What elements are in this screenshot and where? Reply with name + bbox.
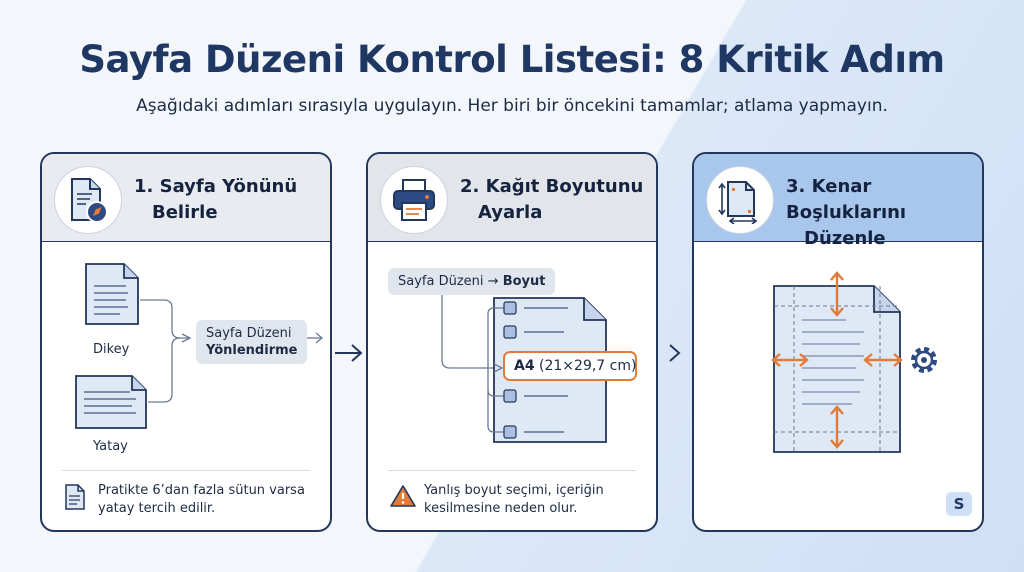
paper-size-menu-path: Sayfa Düzeni → Boyut: [388, 268, 556, 295]
bottom-margin-arrow-icon: [830, 405, 844, 449]
step-1-title-line2: Belirle: [152, 202, 218, 223]
size-path-line2: Boyut: [502, 274, 546, 289]
size-path-line1: Sayfa Düzeni: [398, 274, 484, 289]
step-2-title-line1: 2. Kağıt Boyutunu: [460, 176, 644, 197]
a4-option-highlight: [503, 351, 637, 381]
step-1-title: 1. Sayfa Yönünü Belirle: [134, 174, 324, 226]
landscape-label: Yatay: [93, 439, 128, 454]
margins-diagram: [771, 271, 937, 453]
paper-size-diagram: [441, 294, 637, 443]
step-3-header: 3. Kenar Boşluklarını Düzenle: [694, 154, 982, 249]
step-3-title-line1: 3. Kenar Boşluklarını: [786, 176, 907, 223]
note-divider: [62, 470, 310, 471]
orientation-path-line1: Sayfa Düzeni: [206, 326, 292, 341]
note-divider: [388, 470, 636, 471]
step-card-2: 2. Kağıt Boyutunu Ayarla: [366, 152, 658, 532]
step-card-3: 3. Kenar Boşluklarını Düzenle: [692, 152, 984, 532]
margin-page-icon: [773, 285, 901, 453]
page-margins-icon: [706, 166, 774, 234]
document-icon: [64, 484, 86, 516]
next-step-arrow-icon: [335, 344, 363, 362]
step-1-note-text: Pratikte 6’dan fazla sütun varsa yatay t…: [98, 483, 305, 516]
step-1-title-line1: 1. Sayfa Yönünü: [134, 176, 298, 197]
document-compass-icon: [54, 166, 122, 234]
step-1-body: Dikey Yatay Sayfa Düzeni Yönlendirme Pra…: [42, 242, 330, 530]
gear-icon: [911, 347, 937, 373]
step-3-title: 3. Kenar Boşluklarını Düzenle: [786, 174, 976, 252]
printer-icon: [380, 166, 448, 234]
brand-badge: S: [946, 492, 972, 516]
a4-option[interactable]: A4 (21×29,7 cm): [514, 358, 636, 374]
step-2-title: 2. Kağıt Boyutunu Ayarla: [460, 174, 650, 226]
step-1-header: 1. Sayfa Yönünü Belirle: [42, 154, 330, 242]
page-subtitle: Aşağıdaki adımları sırasıyla uygulayın. …: [136, 96, 888, 116]
warning-icon: [390, 484, 416, 514]
a4-option-dims: (21×29,7 cm): [539, 358, 637, 374]
step-2-title-line2: Ayarla: [478, 202, 543, 223]
step-card-1: 1. Sayfa Yönünü Belirle: [40, 152, 332, 532]
orientation-diagram: [75, 263, 324, 429]
step-3-title-line2: Düzenle: [804, 228, 886, 249]
a4-option-name: A4: [514, 358, 535, 374]
left-margin-arrow-icon: [771, 353, 809, 367]
portrait-page-icon: [85, 263, 139, 325]
step-2-note-text: Yanlış boyut seçimi, içeriğin kesilmesin…: [424, 483, 604, 516]
step-2-body: Sayfa Düzeni → Boyut A4 (21×29,7 cm) Yan…: [368, 242, 656, 530]
step-2-header: 2. Kağıt Boyutunu Ayarla: [368, 154, 656, 242]
arrow-right-icon: →: [487, 274, 503, 289]
orientation-path-line2: Yönlendirme: [206, 343, 298, 358]
page-title: Sayfa Düzeni Kontrol Listesi: 8 Kritik A…: [79, 38, 945, 81]
step-3-body: S: [694, 242, 982, 530]
top-margin-arrow-icon: [830, 271, 844, 317]
next-step-arrow-icon: [669, 344, 681, 362]
orientation-menu-path: Sayfa Düzeni Yönlendirme: [196, 320, 308, 364]
portrait-label: Dikey: [93, 342, 130, 357]
right-margin-arrow-icon: [863, 353, 903, 367]
landscape-page-icon: [75, 375, 147, 429]
